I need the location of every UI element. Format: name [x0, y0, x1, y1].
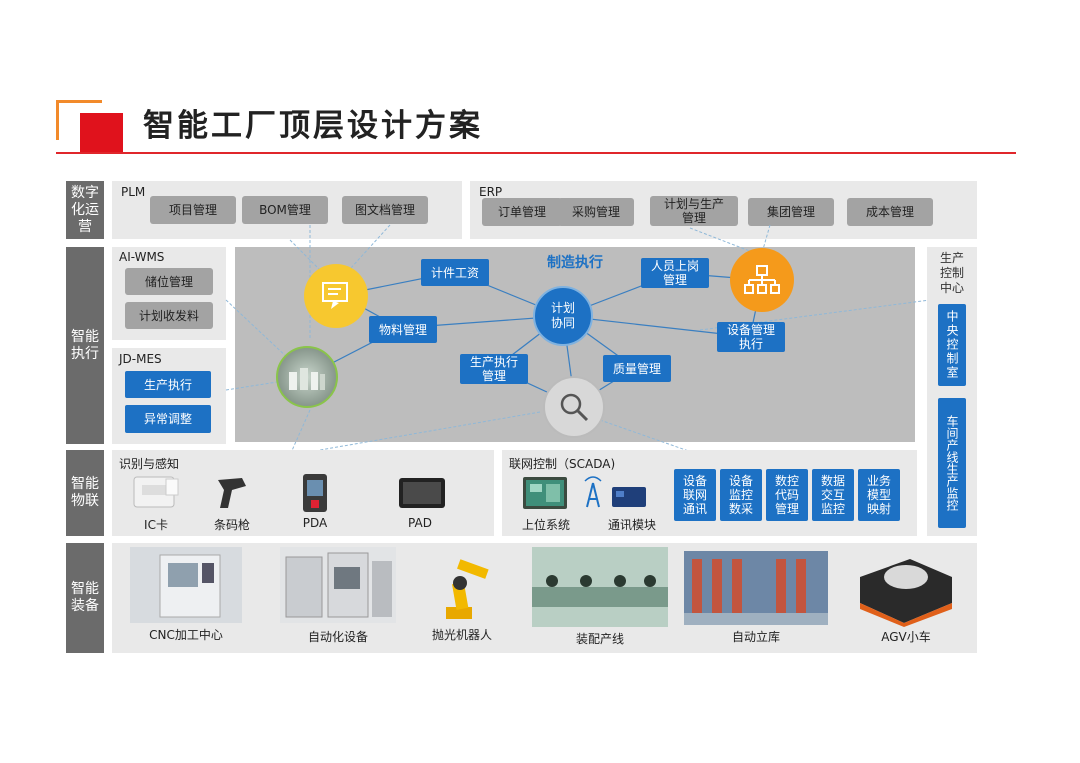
sensing-caption: PAD [390, 516, 450, 530]
equipment-caption: 抛光机器人 [402, 626, 522, 643]
scada-device-caption: 通讯模块 [602, 516, 662, 533]
control-center-title: 生产 控制 中心 [927, 251, 977, 296]
control-center-panel: 生产 控制 中心 中央控制室 车间产线生产监控 [927, 247, 977, 536]
org-chart-circle [730, 248, 794, 312]
antenna-icon [582, 475, 604, 509]
scada-device-caption: 上位系统 [516, 516, 576, 533]
equipment-caption: CNC加工中心 [126, 626, 246, 643]
material-management-node[interactable]: 物料管理 [369, 316, 437, 343]
document-circle [304, 264, 368, 328]
cnc-machine-image [130, 547, 242, 623]
scada-function[interactable]: 设备 联网 通讯 [674, 469, 716, 521]
host-system-icon [522, 475, 568, 513]
sensing-panel: 识别与感知 IC卡 条码枪 PDA PAD [112, 450, 494, 536]
piece-wage-node[interactable]: 计件工资 [421, 259, 489, 286]
workshop-line-monitor[interactable]: 车间产线生产监控 [938, 398, 966, 528]
equipment-caption: 装配产线 [540, 630, 660, 647]
magnifier-icon [557, 390, 591, 424]
pda-icon [300, 472, 330, 514]
barcode-scanner-icon [212, 474, 252, 512]
scada-function[interactable]: 数控 代码 管理 [766, 469, 808, 521]
scada-panel: 联网控制（SCADA) 上位系统 通讯模块 设备 联网 通讯 设备 监控 数采 … [502, 450, 917, 536]
scada-function[interactable]: 业务 模型 映射 [858, 469, 900, 521]
scada-label: 联网控制（SCADA) [509, 455, 615, 472]
production-execution-node[interactable]: 生产执行 管理 [460, 354, 528, 384]
central-control-room[interactable]: 中央控制室 [938, 304, 966, 386]
automated-warehouse-image [684, 551, 828, 625]
equipment-caption: AGV小车 [846, 628, 966, 645]
staff-assignment-node[interactable]: 人员上岗 管理 [641, 258, 709, 288]
equipment-caption: 自动立库 [696, 628, 816, 645]
factory-icon [287, 362, 327, 392]
scada-function[interactable]: 设备 监控 数采 [720, 469, 762, 521]
search-circle [543, 376, 605, 438]
scada-function[interactable]: 数据 交互 监控 [812, 469, 854, 521]
org-chart-icon [744, 264, 780, 296]
polishing-robot-image [430, 553, 496, 623]
sensing-caption: IC卡 [126, 516, 186, 533]
quality-management-node[interactable]: 质量管理 [603, 355, 671, 382]
ic-card-reader-icon [132, 473, 180, 511]
equipment-caption: 自动化设备 [278, 628, 398, 645]
factory-photo-circle [276, 346, 338, 408]
plan-collaboration-hub[interactable]: 计划 协同 [533, 286, 593, 346]
equipment-management-node[interactable]: 设备管理 执行 [717, 322, 785, 352]
comm-module-icon [610, 483, 650, 511]
equipment-panel: CNC加工中心 自动化设备 抛光机器人 装配产线 自动立库 [112, 543, 977, 653]
agv-cart-image [850, 547, 960, 627]
sensing-caption: PDA [285, 516, 345, 530]
pad-icon [398, 476, 446, 510]
automation-equipment-image [280, 547, 396, 623]
sensing-label: 识别与感知 [119, 455, 179, 472]
manufacturing-execution-title: 制造执行 [547, 252, 603, 272]
sensing-caption: 条码枪 [202, 516, 262, 533]
document-icon [319, 279, 353, 313]
assembly-line-image [532, 547, 668, 627]
